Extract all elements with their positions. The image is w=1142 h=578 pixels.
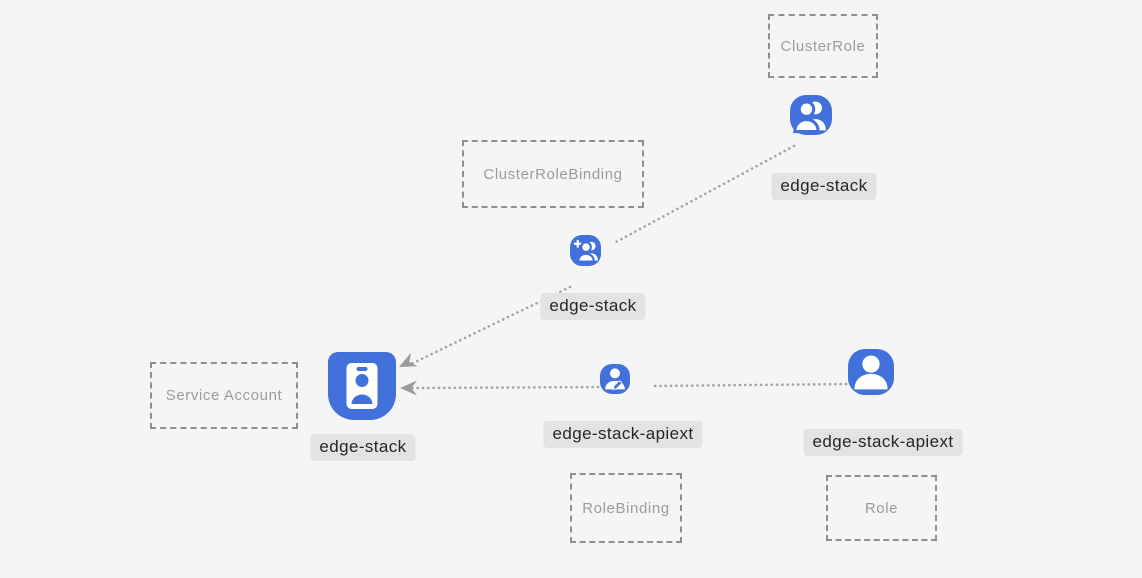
user-plus-icon — [570, 235, 601, 266]
type-box-clusterrolebinding: ClusterRoleBinding — [462, 140, 644, 208]
node-serviceaccount-edge-stack[interactable] — [328, 352, 396, 420]
type-box-rolebinding: RoleBinding — [570, 473, 682, 543]
type-box-clusterrole: ClusterRole — [768, 14, 878, 78]
user-icon — [848, 349, 894, 395]
node-role-edge-stack-apiext[interactable] — [848, 349, 894, 395]
node-name-label: edge-stack — [540, 293, 646, 320]
type-box-serviceaccount: Service Account — [150, 362, 298, 429]
node-name-label: edge-stack — [771, 173, 877, 200]
type-box-label: RoleBinding — [582, 499, 670, 517]
node-name-label: edge-stack — [310, 434, 416, 461]
type-box-label: Role — [864, 499, 899, 517]
node-name-label: edge-stack-apiext — [543, 421, 703, 448]
users-icon — [790, 95, 832, 135]
type-box-label: ClusterRole — [780, 37, 866, 55]
id-badge-icon — [328, 352, 396, 420]
edge-role-to-rolebinding — [648, 382, 848, 388]
node-rolebinding-edge-stack-apiext[interactable] — [600, 364, 630, 394]
arrowhead-lower-icon — [400, 380, 417, 396]
type-box-label: ClusterRoleBinding — [483, 165, 623, 183]
edge-rolebinding-to-serviceaccount — [407, 385, 600, 390]
arrowhead-upper-icon — [399, 352, 418, 367]
user-edit-icon — [600, 364, 630, 394]
node-clusterrolebinding-edge-stack[interactable] — [570, 235, 601, 266]
node-clusterrole-edge-stack[interactable] — [790, 95, 832, 135]
type-box-role: Role — [826, 475, 937, 541]
node-name-label: edge-stack-apiext — [803, 429, 963, 456]
type-box-label: Service Account — [165, 387, 283, 404]
